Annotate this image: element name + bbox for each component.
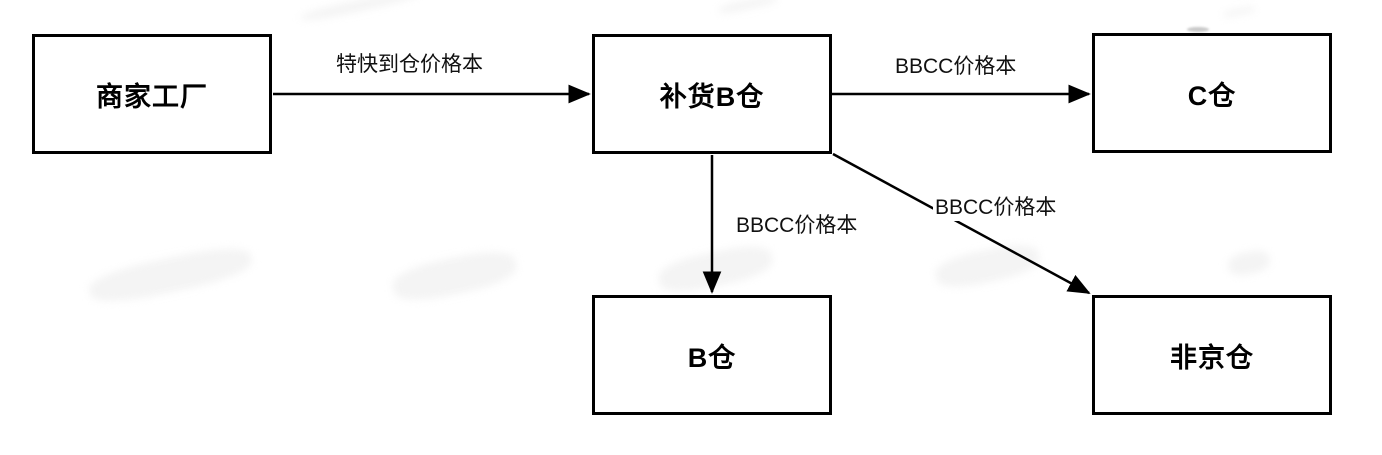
edge-label-bbcc-pricebook-middle[interactable]: BBCC价格本 bbox=[734, 209, 860, 239]
node-merchant-factory[interactable]: 商家工厂 bbox=[32, 34, 272, 154]
edge-label-bbcc-pricebook-top[interactable]: BBCC价格本 bbox=[893, 50, 1019, 80]
node-label: C仓 bbox=[1187, 80, 1237, 111]
edge-label-express-to-warehouse-pricebook[interactable]: 特快到仓价格本 bbox=[334, 48, 485, 78]
node-b-warehouse[interactable]: B仓 bbox=[592, 295, 832, 415]
node-label: 补货B仓 bbox=[659, 81, 765, 112]
node-non-beijing-warehouse[interactable]: 非京仓 bbox=[1092, 295, 1332, 415]
edge-label-bbcc-pricebook-diagonal[interactable]: BBCC价格本 bbox=[933, 191, 1059, 221]
edge-replenish-b-to-non-beijing[interactable] bbox=[832, 152, 1091, 295]
node-label: 非京仓 bbox=[1170, 342, 1254, 373]
node-c-warehouse[interactable]: C仓 bbox=[1092, 33, 1332, 153]
node-label: 商家工厂 bbox=[96, 81, 208, 112]
node-label: B仓 bbox=[687, 342, 737, 373]
node-replenish-b-warehouse[interactable]: 补货B仓 bbox=[592, 34, 832, 154]
